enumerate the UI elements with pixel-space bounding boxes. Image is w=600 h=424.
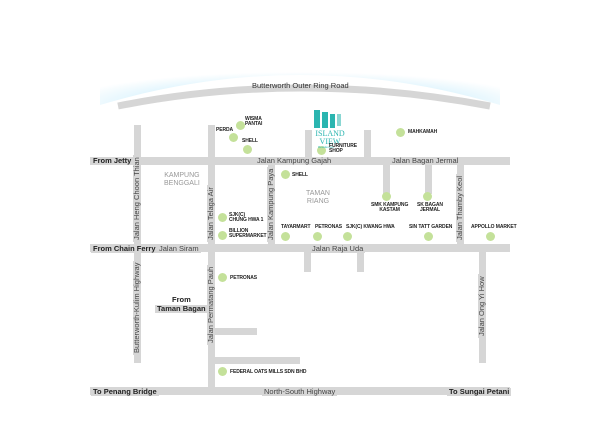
ring-road-label: Butterworth Outer Ring Road [252, 81, 349, 90]
road-stub-7 [211, 328, 257, 335]
direction-sungai-petani: To Sungai Petani [447, 387, 512, 396]
poi-line: KASTAM [379, 207, 400, 214]
direction-taman-bagan-2: Taman Bagan [155, 304, 208, 313]
poi-appollo-market: APPOLLO MARKET [471, 224, 517, 230]
poi-dot-sk-bagan[interactable] [423, 192, 432, 201]
road-stub-2 [364, 130, 371, 160]
area-line: KAMPUNG [164, 172, 200, 179]
poi-sin-tatt-garden: SIN TATT GARDEN [409, 224, 453, 230]
road-stub-6 [357, 248, 364, 272]
label-siram: Jalan Siram [157, 244, 201, 253]
direction-chain-ferry: From Chain Ferry [91, 244, 158, 253]
direction-penang-bridge: To Penang Bridge [91, 387, 159, 396]
poi-line: SK BAGAN [417, 202, 443, 208]
logo-sub: Residences [318, 145, 334, 149]
poi-dot-petronas-2[interactable] [218, 273, 227, 282]
label-butterworth-kulim: Butterworth-Kulim Highway [132, 260, 141, 355]
road-heng-choon-thian [134, 125, 141, 363]
area-line: TAMAN [306, 190, 330, 197]
poi-dot-shell[interactable] [243, 145, 252, 154]
poi-dot-billion[interactable] [218, 231, 227, 240]
road-telaga-air [208, 125, 215, 390]
logo-name: ISLAND VIEW [315, 129, 345, 146]
direction-jetty: From Jetty [91, 156, 134, 165]
poi-mahkamah: MAHKAMAH [408, 129, 438, 135]
poi-dot-chung-hwa[interactable] [218, 213, 227, 222]
poi-line: SMK KAMPUNG [371, 202, 409, 208]
logo-text: ISLAND VIEW [312, 129, 348, 146]
poi-dot-shell-2[interactable] [281, 170, 290, 179]
label-permatang-pauh: Jalan Permatang Pauh [206, 264, 215, 345]
poi-sjkc-kwang-hwa: SJK(C) KWANG HWA [346, 224, 395, 230]
area-line: RIANG [306, 197, 330, 205]
poi-tayarmart: TAYARMART [281, 224, 311, 230]
poi-dot-mahkamah[interactable] [396, 128, 405, 137]
label-bagan-jermal: Jalan Bagan Jermal [390, 156, 461, 165]
label-kampung-gajah: Jalan Kampung Gajah [255, 156, 334, 165]
sea-area [100, 50, 500, 110]
label-telaga-air: Jalan Telaga Air [206, 185, 215, 242]
poi-line: PANTAI [245, 121, 263, 128]
poi-dot-furniture[interactable] [317, 146, 326, 155]
ring-road [117, 84, 491, 110]
poi-federal-oats: FEDERAL OATS MILLS SDN BHD [230, 369, 307, 375]
label-ong-yi-how: Jalan Ong Yi How [477, 274, 486, 338]
poi-dot-petronas[interactable] [313, 232, 322, 241]
road-stub-8 [211, 357, 300, 364]
poi-line: BILLION [229, 228, 249, 234]
poi-line: CHUNG HWA 1 [229, 217, 264, 224]
poi-petronas: PETRONAS [315, 224, 342, 230]
poi-perda: PERDA [216, 127, 234, 133]
poi-dot-kwang-hwa[interactable] [343, 232, 352, 241]
island-view-logo [314, 110, 341, 128]
poi-dot-sin-tatt[interactable] [424, 232, 433, 241]
poi-line: SJK(C) [229, 212, 246, 218]
road-stub-5 [304, 248, 311, 272]
sea-label: SEA [293, 67, 308, 74]
poi-dot-tayarmart[interactable] [281, 232, 290, 241]
poi-shell: SHELL [242, 138, 258, 144]
poi-petronas-2: PETRONAS [230, 275, 257, 281]
label-heng-choon-thian: Jalan Heng Choon Thian [132, 155, 141, 242]
road-stub-1 [305, 130, 312, 160]
poi-line: JERMAL [419, 207, 440, 214]
poi-shell-2: SHELL [292, 172, 308, 178]
poi-line: WISMA [245, 116, 262, 122]
poi-line: SUPERMARKET [229, 233, 267, 240]
poi-line: FURNITURE [329, 143, 357, 149]
label-north-south: North-South Highway [262, 387, 338, 396]
poi-line: SHOP [329, 148, 343, 155]
poi-dot-smk[interactable] [382, 192, 391, 201]
label-kampung-paya: Jalan Kampung Paya [266, 166, 275, 242]
poi-dot-appollo[interactable] [486, 232, 495, 241]
road-siram-raja-uda [90, 244, 510, 252]
label-thamby-keol: Jalan Thamby Keol [455, 173, 464, 242]
road-stub-4 [425, 161, 432, 194]
poi-sjkc-chung-hwa: SJK(C)CHUNG HWA 1 [229, 212, 264, 224]
label-raja-uda: Jalan Raja Uda [310, 244, 366, 253]
poi-dot-federal-oats[interactable] [218, 367, 227, 376]
area-line: BENGGALI [164, 179, 200, 187]
poi-dot-wisma-pantai[interactable] [236, 121, 245, 130]
poi-dot-perda[interactable] [229, 133, 238, 142]
direction-taman-bagan-1: From [172, 295, 191, 304]
road-stub-3 [383, 161, 390, 194]
